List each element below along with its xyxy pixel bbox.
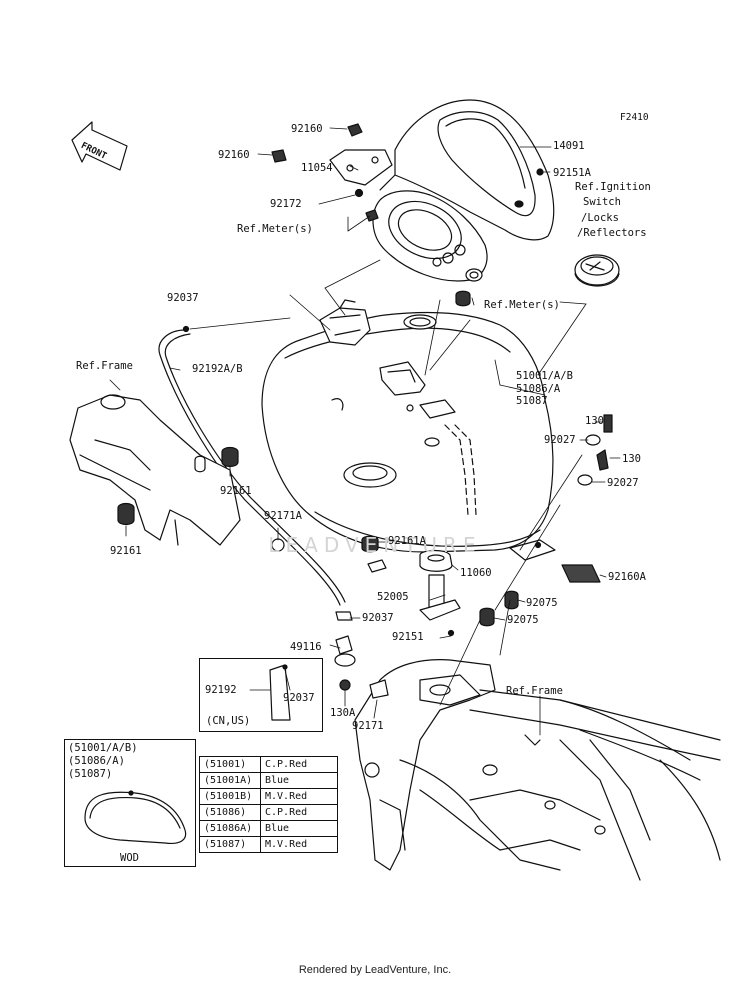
color-table: (51001)C.P.Red (51001A)Blue (51001B)M.V.…: [199, 756, 338, 853]
ref-meter-label: Ref.Meter(s): [484, 299, 560, 311]
table-row: (51086)C.P.Red: [199, 804, 338, 821]
table-row: (51087)M.V.Red: [199, 836, 338, 853]
hose-drawing: [158, 325, 346, 606]
callout-92192: 92192: [205, 684, 237, 696]
part-cell: (51001B): [199, 788, 261, 805]
table-row: (51001B)M.V.Red: [199, 788, 338, 805]
callout-14091: 14091: [553, 140, 585, 152]
callout-92172: 92172: [270, 198, 302, 210]
table-row: (51001A)Blue: [199, 772, 338, 789]
table-row: (51001)C.P.Red: [199, 756, 338, 773]
ref-ignition-label: Ref.Ignition: [575, 181, 651, 193]
callout-51001: 51001/A/B: [516, 370, 573, 382]
color-cell: M.V.Red: [260, 836, 338, 853]
fuel-tank-drawing: [261, 299, 556, 561]
callout-92037: 92037: [362, 612, 394, 624]
callout-92027: 92027: [544, 434, 576, 446]
callout-130: 130: [585, 415, 604, 427]
color-cell: C.P.Red: [260, 804, 338, 821]
frame-right-drawing: [354, 659, 721, 881]
callout-52005: 52005: [377, 591, 409, 603]
wod-line: (51087): [68, 768, 113, 780]
callout-92151: 92151: [392, 631, 424, 643]
wod-inset: [64, 739, 196, 867]
callout-51086: 51086/A: [516, 383, 561, 395]
callout-92075: 92075: [526, 597, 558, 609]
wod-line: (51001/A/B): [68, 742, 138, 754]
callout-92160: 92160: [291, 123, 323, 135]
callout-92027: 92027: [607, 477, 639, 489]
part-cell: (51001): [199, 756, 261, 773]
ref-ignition-label: /Reflectors: [577, 227, 647, 239]
callout-92171A: 92171A: [264, 510, 302, 522]
table-row: (51086A)Blue: [199, 820, 338, 837]
part-cell: (51001A): [199, 772, 261, 789]
watermark-text: LEADVENTURE: [268, 533, 481, 557]
ref-meter-label: Ref.Meter(s): [237, 223, 313, 235]
cn-us-inset: [199, 658, 323, 732]
fuel-pump-drawing: [367, 549, 461, 637]
callout-92160A: 92160A: [608, 571, 646, 583]
wod-caption: WOD: [120, 852, 139, 864]
callout-92160: 92160: [218, 149, 250, 161]
callout-130A: 130A: [330, 707, 356, 719]
wod-line: (51086/A): [68, 755, 125, 767]
callout-51087: 51087: [516, 395, 548, 407]
part-cell: (51086A): [199, 820, 261, 837]
callout-92151A: 92151A: [553, 167, 591, 179]
callout-49116: 49116: [290, 641, 322, 653]
callout-92161: 92161: [110, 545, 142, 557]
footer-credit: Rendered by LeadVenture, Inc.: [298, 964, 452, 976]
callout-11054: 11054: [301, 162, 333, 174]
callout-92171: 92171: [352, 720, 384, 732]
part-cell: (51086): [199, 804, 261, 821]
ref-frame-label: Ref.Frame: [76, 360, 133, 372]
meter-housing-drawing: [372, 190, 488, 282]
meter-cover-drawing: [379, 99, 555, 241]
frame-left-drawing: [69, 394, 241, 546]
callout-92075: 92075: [507, 614, 539, 626]
wod-tank-drawing: [84, 790, 187, 845]
ref-ignition-label: Switch: [583, 196, 621, 208]
color-cell: M.V.Red: [260, 788, 338, 805]
bracket-drawing: [329, 149, 393, 186]
ref-ignition-label: /Locks: [581, 212, 619, 224]
callout-92037: 92037: [167, 292, 199, 304]
callout-11060: 11060: [460, 567, 492, 579]
cn-us-label: (CN,US): [206, 715, 251, 727]
figure-code: F2410: [620, 112, 649, 123]
callout-130: 130: [622, 453, 641, 465]
ignition-cap-drawing: [574, 254, 620, 287]
color-cell: Blue: [260, 772, 338, 789]
color-cell: Blue: [260, 820, 338, 837]
callout-92192AB: 92192A/B: [192, 363, 243, 375]
ref-frame-label: Ref.Frame: [506, 685, 563, 697]
part-cell: (51087): [199, 836, 261, 853]
front-arrow-icon: [71, 121, 128, 171]
color-cell: C.P.Red: [260, 756, 338, 773]
callout-92161A: 92161A: [388, 535, 426, 547]
callout-92161: 92161: [220, 485, 252, 497]
callout-92037: 92037: [283, 692, 315, 704]
